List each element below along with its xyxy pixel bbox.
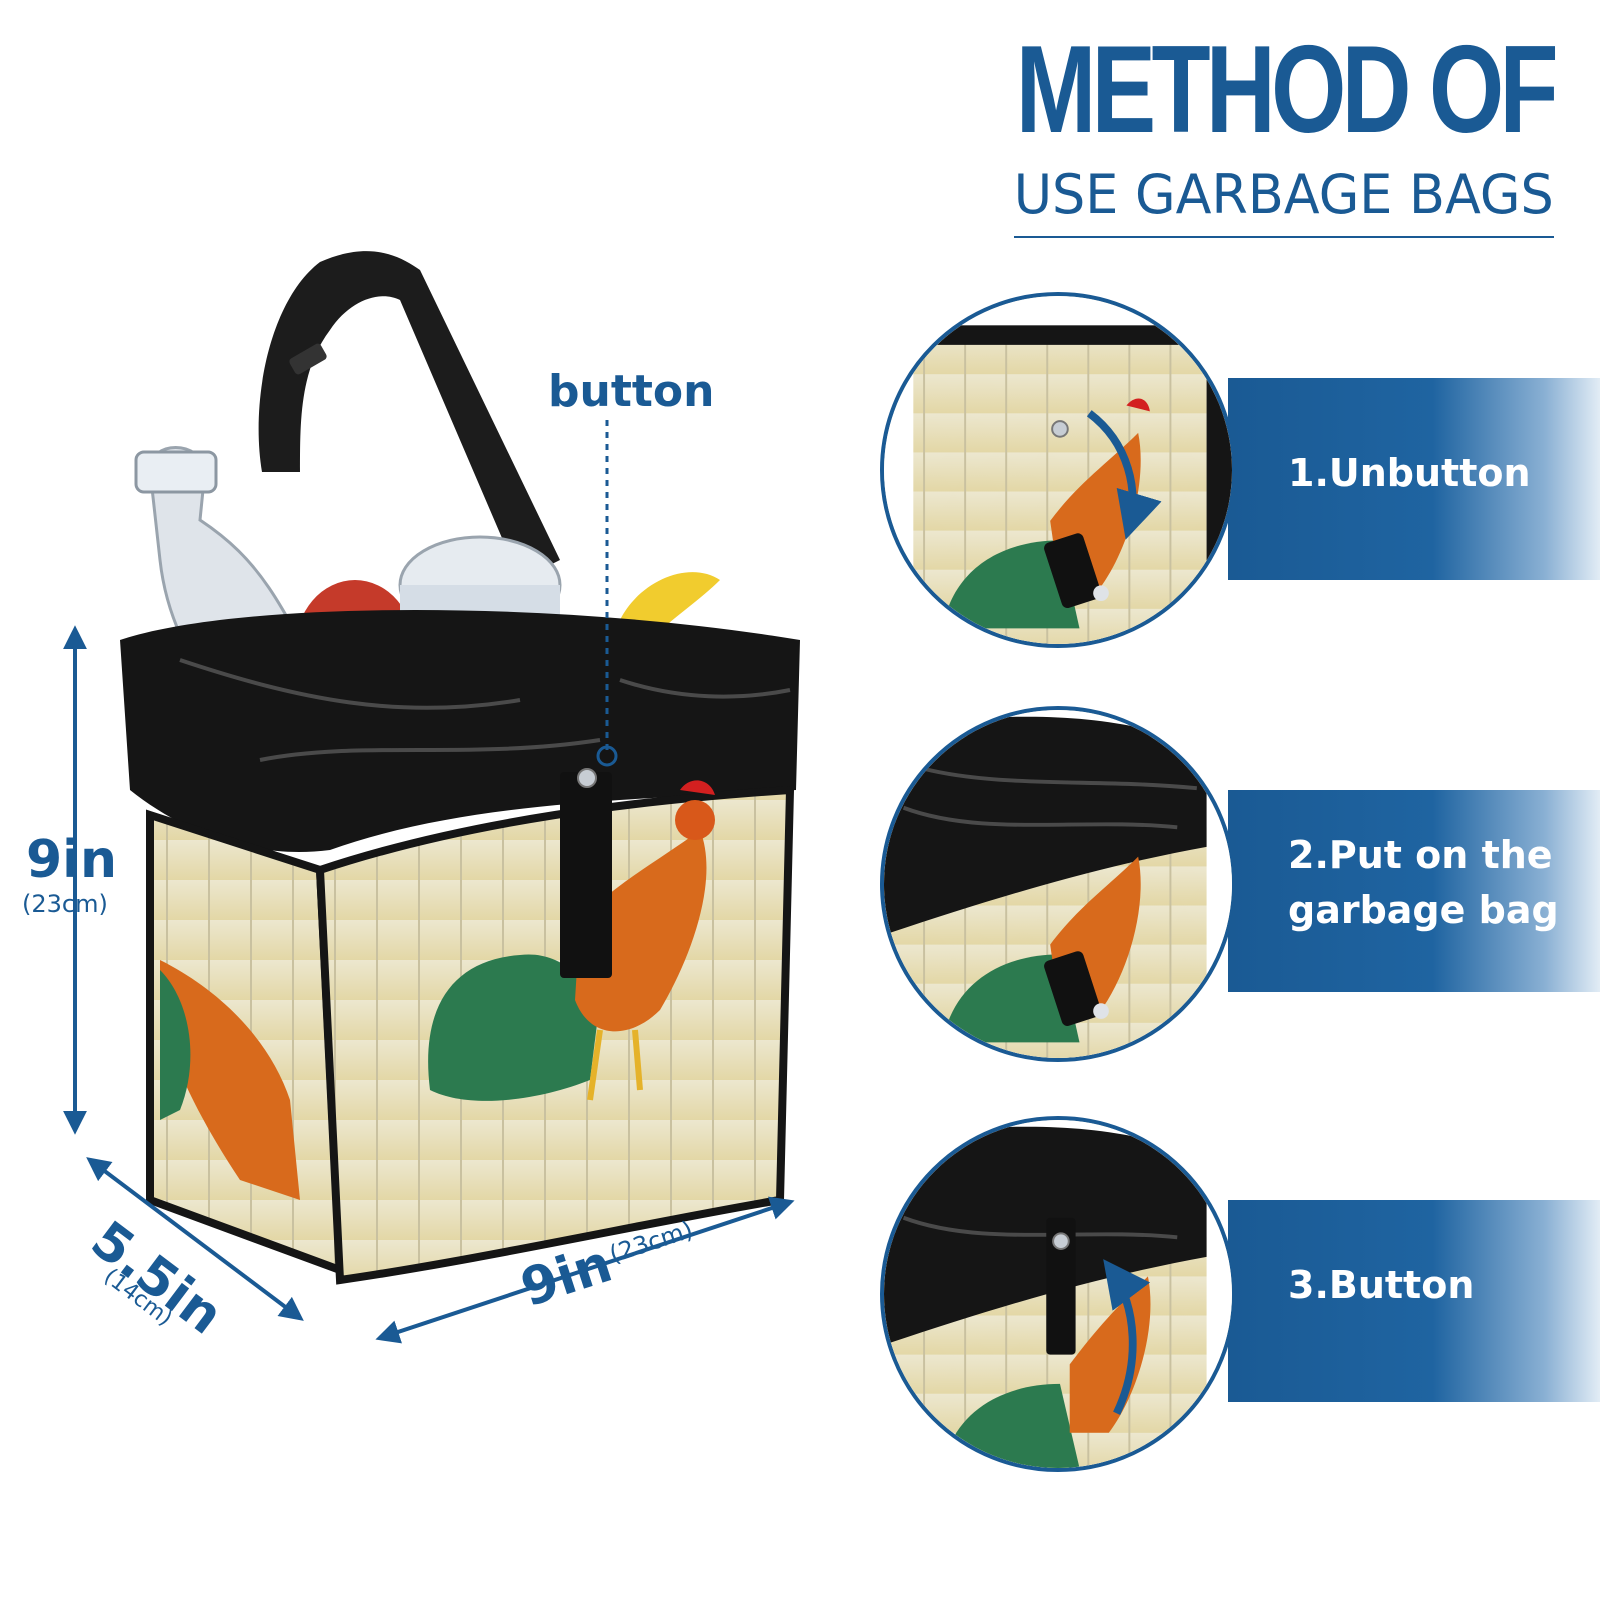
product-illustration — [63, 251, 800, 1344]
snap-button[interactable] — [577, 768, 597, 788]
page-subtitle: USE GARBAGE BAGS — [1013, 163, 1554, 226]
width-dimension-arrow — [375, 1196, 795, 1344]
step-3-line-1: 3.Button — [1288, 1263, 1475, 1307]
height-dimension-label: 9in — [26, 830, 118, 890]
step-1-image — [880, 292, 1236, 648]
step-3-image — [880, 1116, 1236, 1472]
title-underline — [1014, 236, 1554, 238]
step-3-text: 3.Button — [1288, 1258, 1474, 1313]
button-callout-label: button — [548, 366, 715, 417]
step-2-line-2: garbage bag — [1288, 888, 1559, 933]
shoulder-strap — [258, 251, 560, 581]
step-2-text: 2.Put on the garbage bag — [1288, 828, 1559, 938]
step-1-band — [1228, 378, 1600, 580]
button-leader-dot — [596, 745, 618, 767]
depth-dimension-arrow — [86, 1157, 304, 1321]
page-title: METHOD OF — [1015, 21, 1559, 159]
step-3-band — [1228, 1200, 1600, 1402]
step-1-text: 1.Unbutton — [1288, 446, 1531, 501]
step-2-band — [1228, 790, 1600, 992]
height-dimension-metric: (23cm) — [22, 890, 108, 918]
rooster-side-illustration — [160, 960, 300, 1200]
step-1-line-1: 1.Unbutton — [1288, 451, 1531, 495]
garbage-bag-rim — [120, 610, 800, 852]
step-2-image — [880, 706, 1236, 1062]
step-2-line-1: 2.Put on the — [1288, 833, 1553, 877]
snap-strap — [560, 772, 612, 978]
rooster-illustration — [428, 780, 715, 1101]
